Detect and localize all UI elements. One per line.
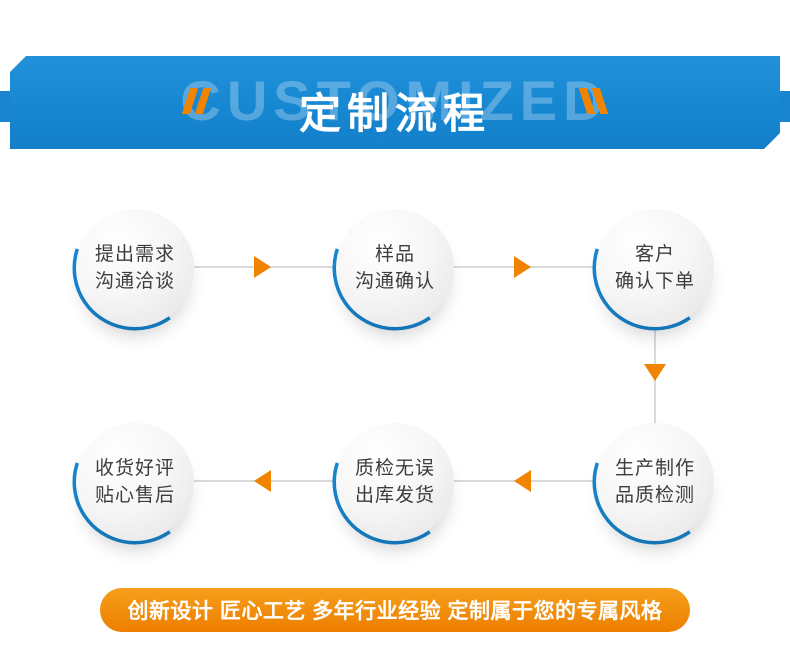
- flow-step-3: 客户 确认下单: [592, 205, 718, 331]
- right-accent-marks-icon: [583, 88, 604, 114]
- arrow-left-icon: [254, 470, 271, 492]
- arrow-right-icon: [254, 256, 271, 278]
- step-label: 质检无误 出库发货: [336, 423, 454, 541]
- banner: CUSTOMIZED 定制流程: [10, 56, 780, 149]
- banner-title: 定制流程: [298, 90, 491, 137]
- slogan-banner: 创新设计 匠心工艺 多年行业经验 定制属于您的专属风格: [100, 588, 690, 632]
- step-circle: [596, 423, 714, 541]
- flow-step-6: 收货好评 贴心售后: [72, 419, 198, 545]
- step-arc-icon: [72, 419, 198, 545]
- step-circle: [76, 423, 194, 541]
- banner-watermark-text: CUSTOMIZED: [180, 69, 610, 132]
- step-circle: [336, 209, 454, 327]
- step-label-line: 提出需求: [94, 244, 175, 265]
- step-label-line: 收货好评: [94, 458, 175, 479]
- step-label: 生产制作 品质检测: [596, 423, 714, 541]
- arrow-left-icon: [514, 470, 531, 492]
- step-label: 提出需求 沟通洽谈: [76, 209, 194, 327]
- step-label-line: 沟通确认: [354, 271, 435, 292]
- step-arc-icon: [72, 205, 198, 331]
- step-label-line: 确认下单: [614, 271, 695, 292]
- step-circle: [596, 209, 714, 327]
- step-label-line: 客户: [634, 244, 675, 265]
- step-arc-icon: [592, 205, 718, 331]
- flow-step-2: 样品 沟通确认: [332, 205, 458, 331]
- flow-step-5: 质检无误 出库发货: [332, 419, 458, 545]
- step-label-line: 沟通洽谈: [94, 271, 175, 292]
- step-label-line: 生产制作: [614, 458, 695, 479]
- flow-step-4: 生产制作 品质检测: [592, 419, 718, 545]
- step-arc-icon: [592, 419, 718, 545]
- step-label: 样品 沟通确认: [336, 209, 454, 327]
- slogan-text: 创新设计 匠心工艺 多年行业经验 定制属于您的专属风格: [127, 600, 663, 623]
- step-circle: [336, 423, 454, 541]
- step-label-line: 质检无误: [354, 458, 435, 479]
- arrow-right-icon: [514, 256, 531, 278]
- step-label-line: 样品: [374, 244, 415, 265]
- flow-step-1: 提出需求 沟通洽谈: [72, 205, 198, 331]
- step-label-line: 出库发货: [354, 485, 435, 506]
- step-arc-icon: [332, 419, 458, 545]
- arrow-down-icon: [644, 364, 666, 381]
- left-accent-marks-icon: [186, 88, 207, 114]
- step-arc-icon: [332, 205, 458, 331]
- step-label-line: 贴心售后: [94, 485, 175, 506]
- step-circle: [76, 209, 194, 327]
- step-label: 收货好评 贴心售后: [76, 423, 194, 541]
- step-label-line: 品质检测: [614, 485, 695, 506]
- step-label: 客户 确认下单: [596, 209, 714, 327]
